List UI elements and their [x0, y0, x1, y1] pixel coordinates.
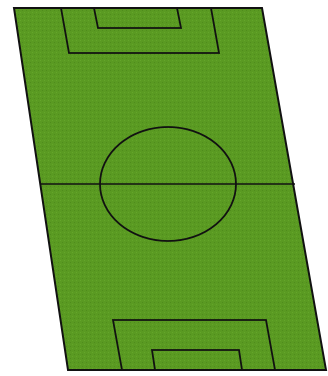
- pitch-surface: [14, 8, 326, 370]
